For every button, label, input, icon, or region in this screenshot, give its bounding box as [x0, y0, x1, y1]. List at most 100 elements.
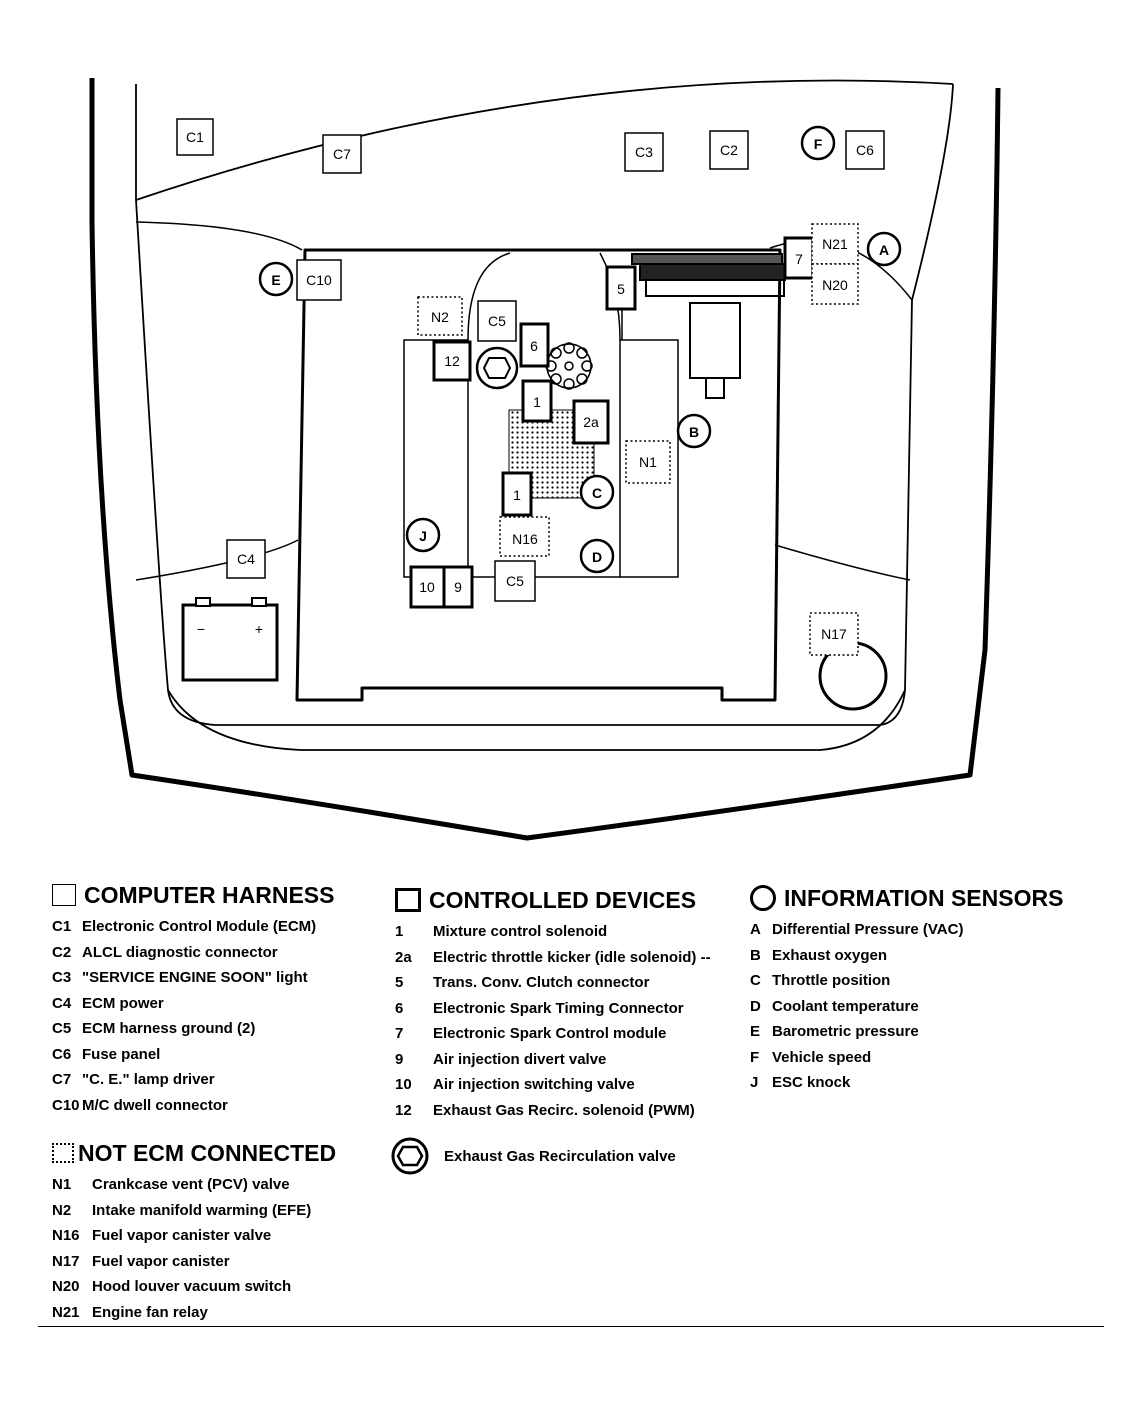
- harness-connector-c2: C2: [709, 130, 749, 170]
- legend-code: 6: [395, 999, 404, 1017]
- legend-code: C3: [52, 969, 72, 986]
- device-label: 12: [444, 353, 460, 369]
- legend-text: Crankcase vent (PCV) valve: [92, 1176, 290, 1193]
- harness-label: C6: [856, 142, 874, 158]
- legend-text: Fuel vapor canister valve: [92, 1227, 272, 1244]
- legend-text: Engine fan relay: [92, 1303, 208, 1321]
- legend-egr-valve: Exhaust Gas Recirculation valve: [390, 1136, 676, 1176]
- legend-text: Barometric pressure: [772, 1023, 919, 1040]
- legend-controlled-devices-heading: CONTROLLED DEVICES: [395, 885, 711, 915]
- egr-valve-symbol: [475, 346, 519, 390]
- harness-label: C5: [506, 573, 524, 589]
- esc-module-assembly: [631, 253, 786, 399]
- legend-code: 9: [395, 1050, 404, 1068]
- n16-box: [499, 516, 550, 557]
- legend-code: C10: [52, 1096, 80, 1114]
- thick-square-symbol-icon: [395, 888, 421, 912]
- sensor-e: E: [258, 261, 294, 297]
- not-ecm-label-n21: N21: [822, 236, 848, 252]
- legend-code: 10: [395, 1076, 412, 1093]
- legend-text: ECM harness ground (2): [82, 1020, 256, 1037]
- legend-title: CONTROLLED DEVICES: [429, 887, 697, 913]
- legend-text: Electric throttle kicker (idle solenoid)…: [433, 948, 711, 966]
- bottom-divider: [38, 1326, 1104, 1327]
- device-10: 10: [409, 565, 446, 609]
- sensor-j: J: [405, 517, 441, 553]
- engine-block: [295, 248, 782, 702]
- sensor-d: D: [579, 538, 615, 574]
- legend-title: COMPUTER HARNESS: [84, 882, 335, 908]
- sensor-label: J: [419, 528, 427, 544]
- legend-code: C4: [52, 994, 72, 1012]
- legend-text: Mixture control solenoid: [433, 923, 608, 940]
- sensor-label: C: [592, 485, 602, 501]
- legend-text: "C. E." lamp driver: [82, 1071, 215, 1088]
- sensor-b: B: [676, 413, 712, 449]
- legend-code: C2: [52, 943, 72, 961]
- battery-minus-label: −: [197, 621, 205, 637]
- device-label: 2a: [583, 414, 599, 430]
- legend-text: Electronic Control Module (ECM): [82, 918, 317, 935]
- legend-title: INFORMATION SENSORS: [784, 885, 1064, 911]
- sensor-label: B: [689, 424, 699, 440]
- harness-label: C2: [720, 142, 738, 158]
- device-label: 9: [454, 579, 462, 595]
- legend-code: N1: [52, 1176, 72, 1193]
- legend-code: N16: [52, 1227, 80, 1244]
- device-legend-item: 2a Electric throttle kicker (idle solenoi…: [395, 945, 711, 971]
- harness-legend-item: C2 ALCL diagnostic connector: [52, 940, 334, 966]
- harness-connector-c4: C4: [226, 539, 266, 579]
- device-2a: 2a: [572, 399, 610, 445]
- n1-box: [625, 440, 671, 484]
- harness-legend-item: C3"SERVICE ENGINE SOON" light: [52, 965, 334, 991]
- thin-square-symbol-icon: [52, 884, 76, 906]
- device-label: 1: [533, 394, 541, 410]
- legend-code: N20: [52, 1278, 80, 1295]
- legend-code: 2a: [395, 948, 412, 966]
- legend-text: ALCL diagnostic connector: [82, 943, 278, 961]
- legend-code: C6: [52, 1045, 72, 1063]
- harness-label: C5: [488, 313, 506, 329]
- not-ecm-label-n16: N16: [512, 531, 538, 547]
- harness-label: C10: [306, 272, 332, 288]
- not-ecm-legend-item: N16 Fuel vapor canister valve: [52, 1223, 336, 1249]
- battery-plus-label: +: [255, 621, 263, 637]
- legend-text: Throttle position: [772, 972, 891, 989]
- legend-text: Coolant temperature: [772, 997, 919, 1015]
- legend-code: N2: [52, 1201, 72, 1219]
- battery: − +: [181, 597, 279, 682]
- harness-legend-item: C7 "C. E." lamp driver: [52, 1067, 334, 1093]
- egr-valve-icon: [390, 1136, 430, 1176]
- legend-text: Electronic Spark Control module: [433, 1025, 667, 1042]
- legend-code: C7: [52, 1071, 72, 1088]
- sensor-label: E: [271, 272, 280, 288]
- egr-valve-label: Exhaust Gas Recirculation valve: [444, 1147, 676, 1165]
- harness-connector-c5-bottom: C5: [494, 560, 536, 602]
- n2-box: [417, 296, 463, 336]
- not-ecm-label-n1: N1: [639, 454, 657, 470]
- legend-code: D: [750, 997, 761, 1015]
- legend-code: F: [750, 1048, 760, 1066]
- not-ecm-legend-item: N1 Crankcase vent (PCV) valve: [52, 1172, 336, 1198]
- legend-text: Exhaust Gas Recirc. solenoid (PWM): [433, 1101, 695, 1119]
- not-ecm-label-n2: N2: [431, 309, 449, 325]
- device-7: 7: [783, 236, 815, 280]
- sensor-label: D: [592, 549, 602, 565]
- legend-code: C5: [52, 1020, 72, 1037]
